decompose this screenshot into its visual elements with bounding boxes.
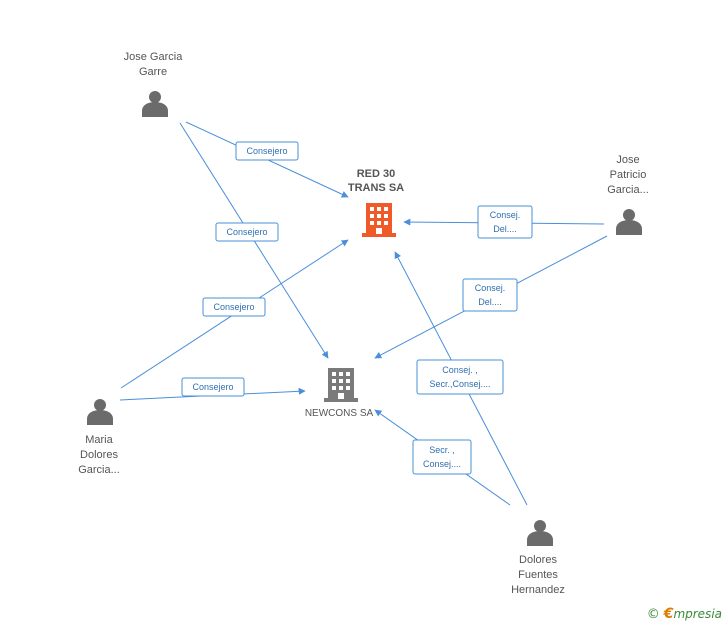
edge-label: Consejero <box>246 146 287 156</box>
person-name: Dolores <box>80 449 118 461</box>
person-icon <box>527 520 553 546</box>
edge-label: Secr. , <box>429 445 455 455</box>
company-name: NEWCONS SA <box>305 408 374 419</box>
person-node-jose-patricio[interactable]: Jose Patricio Garcia... <box>607 154 649 235</box>
person-name: Patricio <box>610 169 647 181</box>
brand-logo-mark: € <box>663 606 674 622</box>
building-icon <box>362 203 396 237</box>
person-icon <box>87 399 113 425</box>
edge-label: Consejero <box>192 382 233 392</box>
edge-label: Consej. <box>490 210 521 220</box>
edge-label: Consejero <box>226 227 267 237</box>
edge-jose-patricio-newcons[interactable]: Consej. Del.... <box>374 235 608 359</box>
person-icon <box>616 209 642 235</box>
person-node-jose-garcia-garre[interactable]: Jose Garcia Garre <box>124 51 184 117</box>
person-node-maria-dolores[interactable]: Maria Dolores Garcia... <box>78 399 120 476</box>
edge-jose-garre-red30[interactable]: Consejero <box>185 121 349 198</box>
person-name: Garre <box>139 66 167 78</box>
edge-label: Secr.,Consej.... <box>429 379 490 389</box>
person-name: Maria <box>85 434 113 446</box>
brand-footer: ©€mpresia <box>647 606 722 622</box>
copyright-symbol: © <box>646 607 660 622</box>
brand-name: mpresia <box>673 607 722 621</box>
edge-dolores-newcons[interactable]: Secr. , Consej.... <box>374 409 511 506</box>
building-icon <box>324 368 358 402</box>
company-name: RED 30 <box>357 168 396 180</box>
edge-jose-garre-newcons[interactable]: Consejero <box>179 122 329 359</box>
edge-label: Del.... <box>493 224 517 234</box>
edge-label: Del.... <box>478 297 502 307</box>
person-name: Jose <box>616 154 639 166</box>
person-name: Fuentes <box>518 569 558 581</box>
edge-label: Consej. <box>475 283 506 293</box>
person-node-dolores-fuentes[interactable]: Dolores Fuentes Hernandez <box>511 520 565 596</box>
person-name: Garcia... <box>607 184 649 196</box>
person-name: Hernandez <box>511 584 565 596</box>
edge-maria-newcons[interactable]: Consejero <box>119 377 306 401</box>
company-node-newcons[interactable]: NEWCONS SA <box>305 368 374 419</box>
person-name: Dolores <box>519 554 557 566</box>
person-name: Garcia... <box>78 464 120 476</box>
edge-label: Consej.... <box>423 459 461 469</box>
person-name: Jose Garcia <box>124 51 184 63</box>
company-name: TRANS SA <box>348 182 404 194</box>
person-icon <box>142 91 168 117</box>
edge-maria-red30[interactable]: Consejero <box>120 239 349 389</box>
edge-label: Consejero <box>213 302 254 312</box>
edge-jose-patricio-red30[interactable]: Consej. Del.... <box>403 205 605 239</box>
company-node-red30[interactable]: RED 30 TRANS SA <box>348 168 404 237</box>
edge-dolores-red30[interactable]: Consej. , Secr.,Consej.... <box>394 251 528 506</box>
edge-label: Consej. , <box>442 365 478 375</box>
